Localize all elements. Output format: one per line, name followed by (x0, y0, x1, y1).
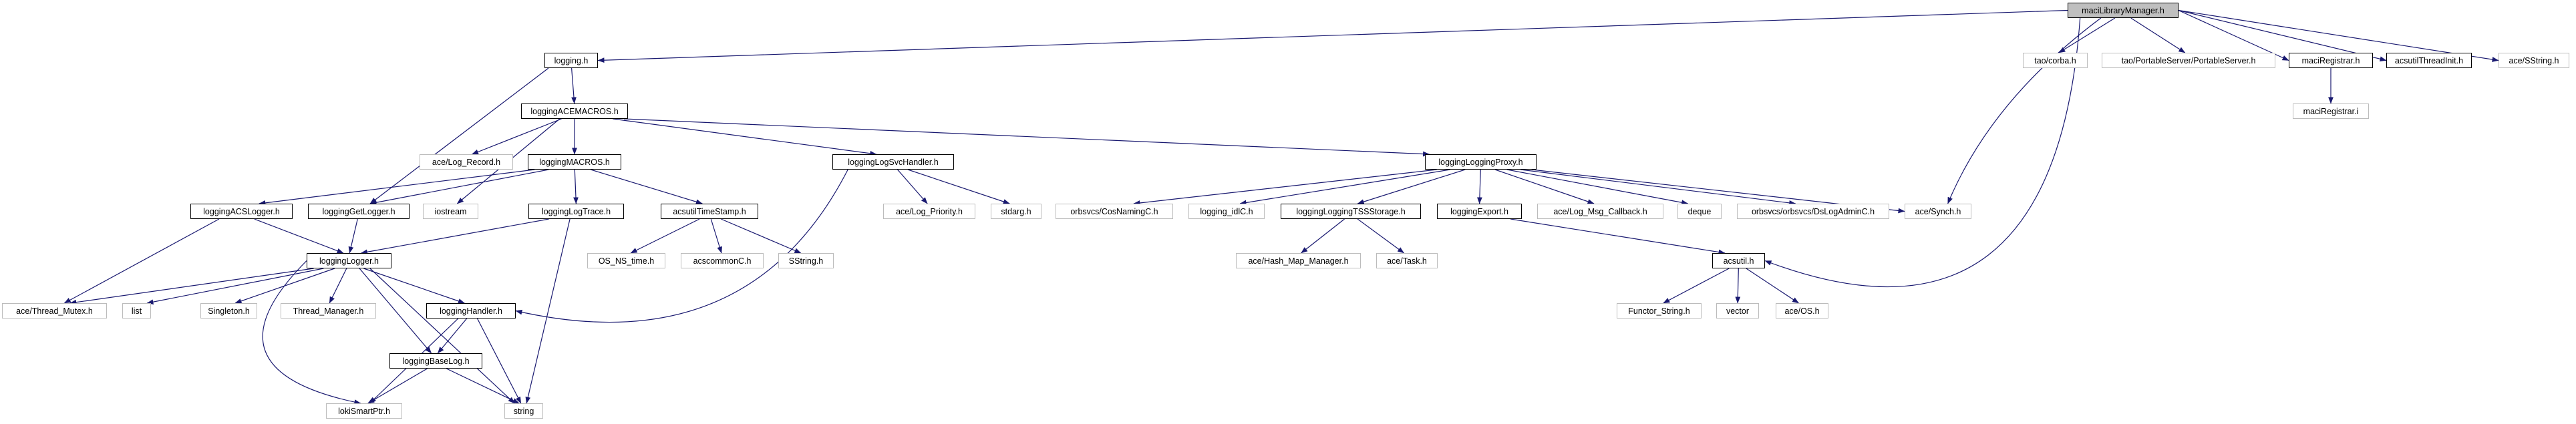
graph-node-logginghandler-h[interactable]: loggingHandler.h (426, 303, 516, 319)
graph-node-acsutilthreadinit-h[interactable]: acsutilThreadInit.h (2386, 53, 2472, 68)
dependency-edge (623, 118, 1430, 157)
graph-node-singleton-h: Singleton.h (200, 303, 257, 319)
dependency-edge (1506, 169, 1689, 206)
dependency-edge (262, 260, 361, 405)
dependency-edge (573, 169, 579, 204)
graph-node-logginglogtrace-h[interactable]: loggingLogTrace.h (528, 204, 624, 219)
dependency-edge (348, 218, 358, 254)
dependency-edge (1477, 169, 1482, 204)
dependency-edge (1133, 169, 1437, 206)
dependency-edge (369, 67, 549, 204)
graph-node-acscommonc-h: acscommonC.h (681, 253, 764, 268)
dependency-edge (710, 218, 722, 254)
dependency-edge (69, 268, 314, 305)
graph-node-loggingbaselog-h[interactable]: loggingBaseLog.h (389, 353, 482, 369)
graph-node-maciregistrar-i: maciRegistrar.i (2293, 103, 2369, 119)
dependency-edge (476, 318, 522, 404)
graph-node-iostream: iostream (423, 204, 478, 219)
graph-node-logginggetlogger-h[interactable]: loggingGetLogger.h (308, 204, 410, 219)
graph-node-list: list (122, 303, 151, 319)
dependency-edge (1494, 169, 1595, 204)
graph-node-stdarg-h: stdarg.h (991, 204, 1041, 219)
graph-node-string: string (504, 403, 543, 419)
graph-node-acsutil-h[interactable]: acsutil.h (1712, 253, 1765, 268)
graph-node-ace-thread-mutex-h: ace/Thread_Mutex.h (2, 303, 107, 319)
graph-node-logginglogger-h[interactable]: loggingLogger.h (307, 253, 391, 268)
graph-node-ace-task-h: ace/Task.h (1376, 253, 1438, 268)
dependency-edge (630, 218, 700, 254)
dependency-edge (1239, 169, 1450, 206)
dependency-edge (363, 268, 465, 304)
dependency-edge (597, 9, 2068, 63)
graph-node-tao-corba-h: tao/corba.h (2023, 53, 2088, 68)
graph-node-logging-idlc-h: logging_idlC.h (1188, 204, 1265, 219)
dependency-edge (1663, 268, 1730, 304)
graph-node-ace-log-priority-h: ace/Log_Priority.h (883, 204, 975, 219)
graph-node-maciregistrar-h[interactable]: maciRegistrar.h (2289, 53, 2373, 68)
dependency-edge (472, 118, 562, 155)
graph-node-ace-hash-map-manager-h: ace/Hash_Map_Manager.h (1236, 253, 1361, 268)
dependency-edge (1947, 17, 2102, 204)
graph-node-macilibrarymanager-h: maciLibraryManager.h (2068, 3, 2179, 18)
graph-node-loggingmacros-h[interactable]: loggingMACROS.h (528, 154, 621, 170)
graph-node-ace-log-msg-callback-h: ace/Log_Msg_Callback.h (1537, 204, 1663, 219)
dependency-edge (1301, 218, 1345, 254)
dependency-edge (437, 318, 468, 354)
dependency-edge (259, 169, 535, 206)
graph-node-orbsvcs-cosnamingc-h: orbsvcs/CosNamingC.h (1056, 204, 1173, 219)
graph-node-loggingacemacros-h[interactable]: loggingACEMACROS.h (521, 103, 628, 119)
graph-node-ace-sstring-h: ace/SString.h (2499, 53, 2569, 68)
dependency-edge (63, 218, 220, 304)
dependency-edge (146, 268, 324, 304)
graph-node-tao-portableserver-portableserver-h: tao/PortableServer/PortableServer.h (2102, 53, 2275, 68)
dependency-edge (329, 268, 347, 304)
graph-node-loggingexport-h[interactable]: loggingExport.h (1437, 204, 1522, 219)
dependency-edge (515, 169, 848, 323)
graph-node-loggingacslogger-h[interactable]: loggingACSLogger.h (190, 204, 293, 219)
dependency-edge (613, 118, 877, 156)
dependency-edge (254, 218, 344, 254)
dependency-edge (2058, 17, 2116, 53)
dependency-edge (591, 169, 703, 204)
dependency-edge (721, 218, 802, 254)
dependency-edge (1357, 218, 1404, 254)
dependency-edge (525, 218, 571, 404)
graph-node-sstring-h: SString.h (778, 253, 834, 268)
graph-node-orbsvcs-orbsvcs-dslogadminc-h: orbsvcs/orbsvcs/DsLogAdminC.h (1737, 204, 1889, 219)
dependency-edge (367, 368, 428, 404)
graph-node-deque: deque (1677, 204, 1722, 219)
dependency-edge (1746, 268, 1799, 304)
graph-node-os-ns-time-h: OS_NS_time.h (587, 253, 665, 268)
graph-node-ace-log-record-h: ace/Log_Record.h (420, 154, 513, 170)
graph-node-ace-os-h: ace/OS.h (1776, 303, 1828, 319)
dependency-edge (2130, 17, 2186, 53)
dependency-edge (1520, 169, 1796, 206)
graph-node-ace-synch-h: ace/Synch.h (1905, 204, 1971, 219)
graph-node-loggingloggingproxy-h[interactable]: loggingLoggingProxy.h (1425, 154, 1537, 170)
graph-node-lokismartptr-h: lokiSmartPtr.h (326, 403, 402, 419)
dependency-edge (1357, 169, 1466, 204)
graph-node-logginglogsvchandler-h[interactable]: loggingLogSvcHandler.h (832, 154, 954, 170)
graph-node-loggingloggingtssstorage-h[interactable]: loggingLoggingTSSStorage.h (1281, 204, 1421, 219)
dependency-edge (897, 169, 928, 204)
dependency-edge (571, 67, 577, 104)
dependency-edge (234, 268, 335, 304)
graph-node-functor-string-h: Functor_String.h (1617, 303, 1702, 319)
dependency-edge (446, 368, 520, 404)
dependency-edge (369, 268, 515, 404)
graph-node-vector: vector (1716, 303, 1759, 319)
graph-node-thread-manager-h: Thread_Manager.h (281, 303, 376, 319)
graph-node-logging-h[interactable]: logging.h (544, 53, 598, 68)
dependency-edge (369, 169, 549, 206)
graph-node-acsutiltimestamp-h[interactable]: acsutilTimeStamp.h (661, 204, 758, 219)
dependency-edge (1510, 218, 1726, 255)
dependency-edge (907, 169, 1010, 204)
dependency-edge (360, 218, 549, 255)
